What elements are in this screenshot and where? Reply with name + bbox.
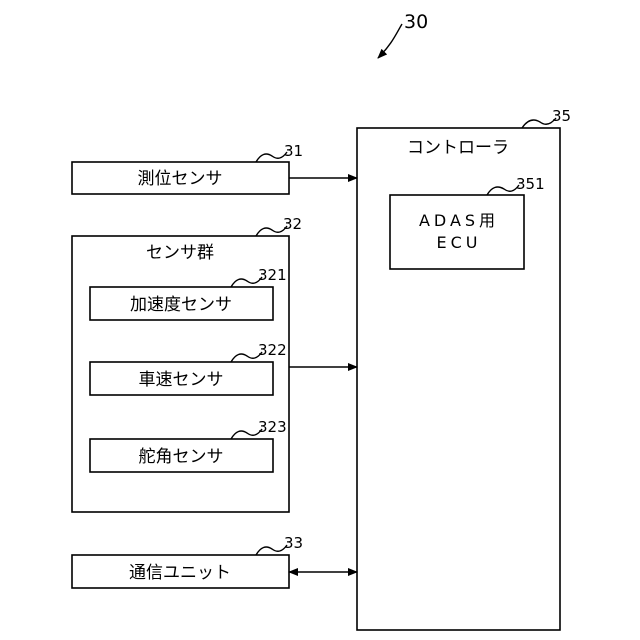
steering-angle-sensor-ref: 323	[258, 418, 287, 436]
positioning-sensor-ref: 31	[284, 142, 303, 160]
vehicle-speed-sensor-ref: 322	[258, 341, 287, 359]
acceleration-sensor-ref: 321	[258, 266, 287, 284]
controller-ref-leader	[522, 118, 556, 128]
positioning-sensor-ref-leader	[256, 152, 287, 162]
controller-ref: 35	[552, 107, 571, 125]
acceleration-sensor-label: 加速度センサ	[130, 295, 232, 315]
comm-unit-label: 通信ユニット	[129, 563, 231, 583]
adas-ecu-line1: ADAS用	[419, 211, 499, 230]
figure-ref-label: 30	[404, 11, 428, 33]
comm-unit-ref: 33	[284, 534, 303, 552]
adas-ecu-line2: ECU	[437, 233, 482, 252]
vehicle-speed-sensor-label: 車速センサ	[139, 370, 224, 390]
figure-ref-arrow	[378, 24, 402, 58]
adas-ecu-ref: 351	[516, 175, 545, 193]
steering-angle-sensor-label: 舵角センサ	[139, 447, 224, 467]
adas-ecu-box	[390, 195, 524, 269]
positioning-sensor-label: 測位センサ	[138, 169, 223, 189]
sensor-group-label: センサ群	[146, 243, 214, 263]
comm-unit-ref-leader	[256, 545, 287, 555]
controller-label: コントローラ	[407, 138, 509, 158]
sensor-group-ref: 32	[283, 215, 302, 233]
